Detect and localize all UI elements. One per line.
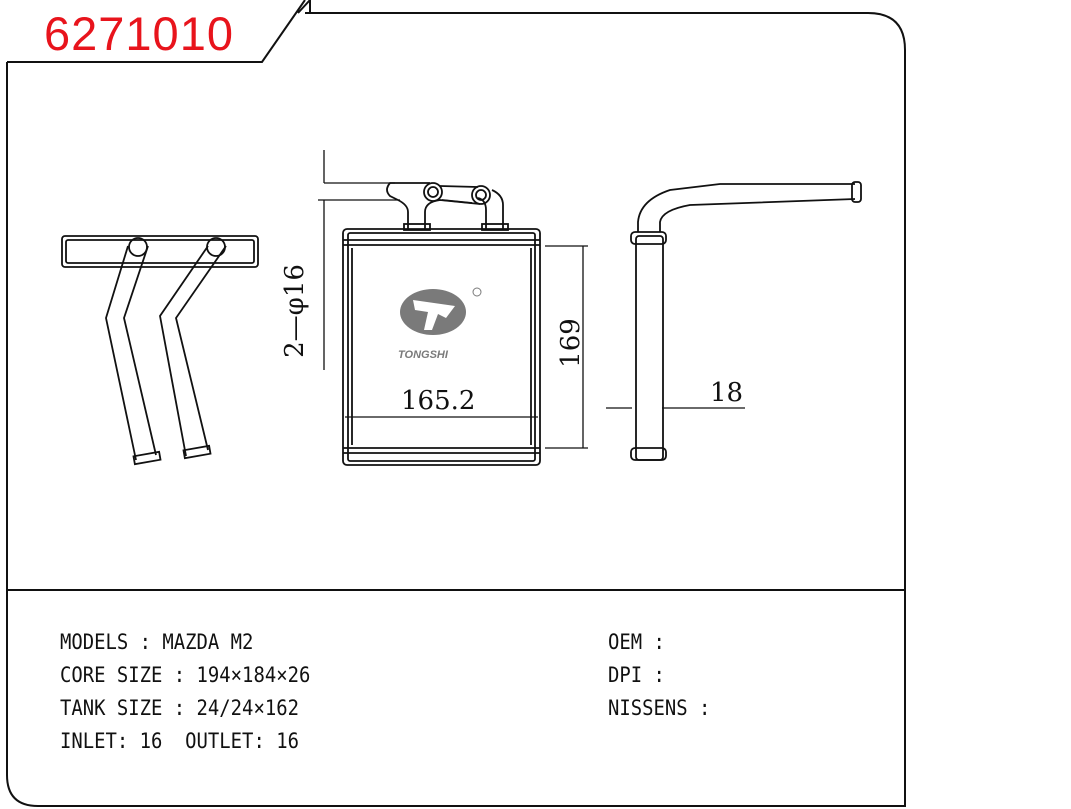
dim-width: 165.2 (401, 386, 476, 416)
spec-inlet-outlet: INLET: 16 OUTLET: 16 (60, 729, 299, 753)
logo-text: TONGSHI (398, 349, 448, 361)
spec-dpi: DPI : (608, 663, 665, 687)
dim-height: 169 (555, 318, 586, 368)
frame-border (6, 12, 906, 807)
dim-pipe-diameter: 2—φ16 (279, 264, 310, 358)
spec-nissens: NISSENS : (608, 696, 711, 720)
spec-core-size: CORE SIZE : 194×184×26 (60, 663, 311, 687)
part-number: 6271010 (44, 7, 234, 60)
title-tab (7, 0, 311, 63)
dim-thickness: 18 (710, 378, 744, 408)
spec-oem: OEM : (608, 630, 665, 654)
core-front-view (342, 182, 541, 466)
brand-logo (400, 287, 482, 335)
core-top-view (61, 235, 259, 466)
dimension-lines (318, 150, 745, 449)
core-side-view (630, 181, 862, 461)
spec-tank-size: TANK SIZE : 24/24×162 (60, 696, 299, 720)
spec-models: MODELS : MAZDA M2 (60, 630, 254, 654)
